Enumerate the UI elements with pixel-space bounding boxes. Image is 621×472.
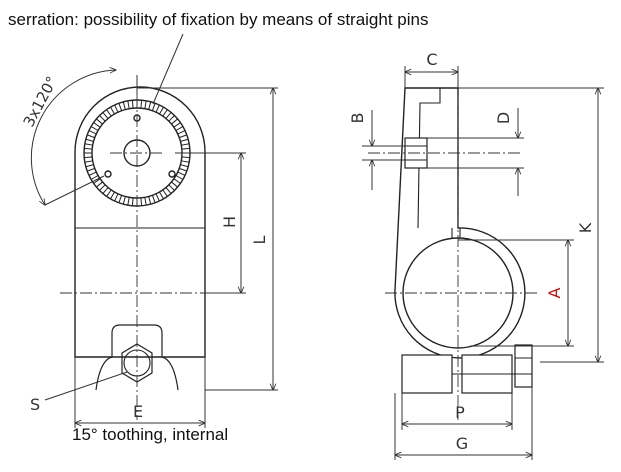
serration-tooth	[118, 195, 123, 203]
dimension-D	[427, 108, 524, 196]
dim-E-label: E	[133, 402, 143, 421]
serration-tooth	[181, 156, 190, 159]
serration-tooth	[175, 126, 184, 131]
serration-tooth	[165, 112, 172, 119]
serration-tooth	[118, 103, 123, 111]
dim-L-label: L	[250, 235, 269, 244]
serration-caption: serration: possibility of fixation by me…	[8, 10, 429, 29]
dim-B-label: B	[348, 113, 367, 124]
serration-tooth	[173, 178, 181, 184]
dimension-L	[137, 88, 278, 390]
serration-tooth	[177, 130, 186, 135]
serration-tooth	[173, 122, 181, 128]
dim-S-label: S	[30, 395, 40, 414]
dimension-E	[75, 357, 205, 428]
dimension-K	[458, 88, 604, 362]
toothing-caption: 15° toothing, internal	[72, 425, 229, 444]
serration-tooth	[122, 101, 126, 110]
serration-tooth	[127, 197, 130, 206]
dimension-A	[458, 240, 574, 346]
dim-D-label: D	[494, 112, 513, 124]
serration-tooth	[140, 197, 143, 206]
dimension-H	[175, 153, 246, 293]
serration-tooth	[180, 164, 189, 168]
serration-tooth	[148, 101, 152, 110]
dim-H-label: H	[220, 216, 239, 228]
dimension-P	[402, 393, 512, 430]
dimension-B	[362, 110, 405, 190]
serration-tooth	[144, 100, 147, 109]
serration-tooth	[181, 143, 190, 146]
side-center-lines	[368, 75, 540, 420]
bolt-housing-flare-right	[161, 356, 179, 391]
front-center-lines	[60, 75, 220, 420]
serration-tooth	[179, 134, 187, 139]
dimension-G	[395, 387, 532, 460]
angle-dimension	[30, 70, 138, 205]
serration-tooth	[155, 193, 160, 202]
serration-tooth	[148, 196, 152, 205]
S-leader	[44, 371, 128, 401]
pin-hole-2	[168, 170, 176, 178]
angle-label: 3x120°	[20, 73, 62, 130]
serration-tooth	[84, 156, 93, 159]
dim-A-label: A	[545, 287, 564, 298]
clamp-foot-left	[401, 354, 453, 394]
serration-tooth	[181, 147, 190, 150]
serration-tooth	[151, 103, 156, 111]
serration-tooth	[171, 118, 178, 125]
serration-tooth	[151, 195, 156, 203]
serration-tooth	[171, 181, 178, 188]
serration-tooth	[131, 100, 134, 109]
dim-P-label: P	[455, 403, 465, 422]
serration-tooth	[175, 175, 184, 180]
front-view	[74, 86, 206, 391]
serration-tooth	[155, 104, 160, 113]
serration-tooth	[159, 191, 164, 200]
serration-tooth	[162, 189, 168, 197]
serration-tooth	[159, 106, 164, 115]
serration-tooth	[140, 100, 143, 109]
dim-G-label: G	[456, 434, 468, 453]
serration-tooth	[162, 109, 168, 117]
serration-leader	[152, 33, 184, 105]
dimension-C	[405, 66, 458, 88]
serration-tooth	[180, 138, 189, 142]
serration-tooth	[165, 187, 172, 194]
bolt-housing-flare-left	[95, 356, 113, 391]
serration-tooth	[177, 171, 186, 176]
serration-tooth	[168, 184, 175, 191]
dim-K-label: K	[576, 222, 595, 233]
serration-tooth	[131, 197, 134, 206]
serration-tooth	[127, 100, 130, 109]
front-body-outline	[74, 86, 206, 358]
serration-tooth	[168, 115, 175, 122]
serration-tooth	[84, 147, 93, 150]
side-view	[394, 87, 533, 394]
bolt-head	[514, 344, 533, 388]
serration-tooth	[144, 197, 147, 206]
serration-tooth	[179, 167, 187, 172]
serration-tooth	[181, 160, 190, 163]
serration-tooth	[122, 196, 126, 205]
dim-C-label: C	[426, 50, 437, 69]
